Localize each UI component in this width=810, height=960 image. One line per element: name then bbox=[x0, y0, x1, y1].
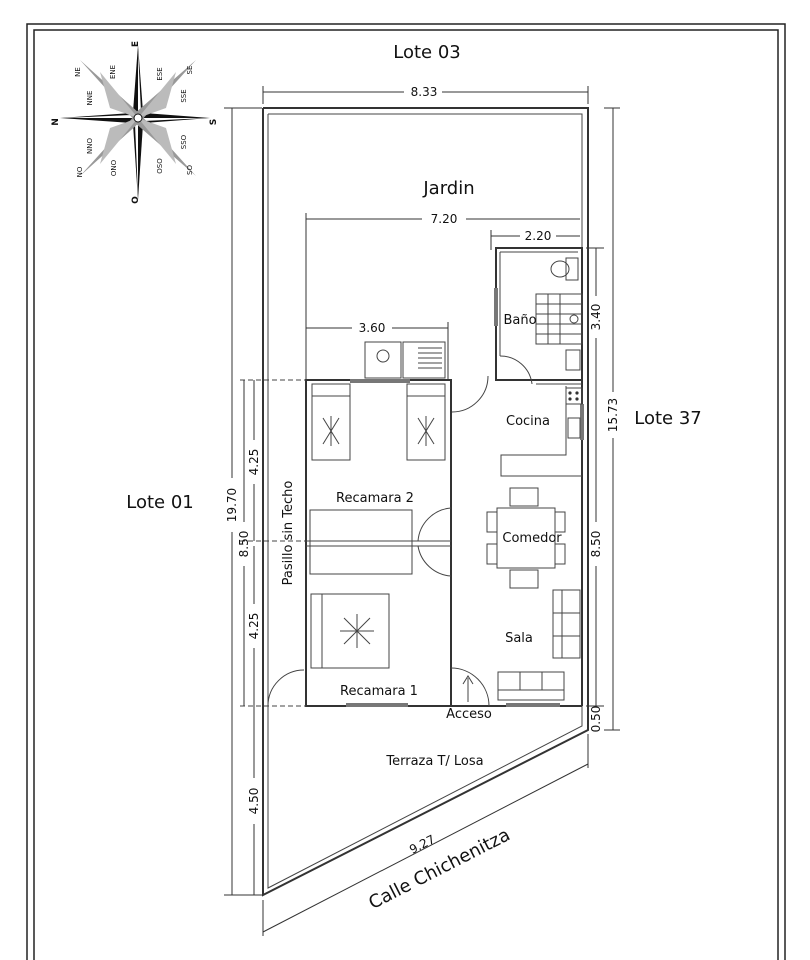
compass-ono: ONO bbox=[110, 159, 118, 176]
dim-house-width bbox=[305, 213, 580, 380]
compass-ene: ENE bbox=[109, 65, 117, 79]
outer-frame bbox=[26, 23, 786, 960]
dining-table-icon bbox=[486, 487, 566, 589]
bed-icon bbox=[406, 383, 446, 461]
dim-bedroom1-depth-label: 4.25 bbox=[247, 613, 261, 640]
door-swings bbox=[267, 355, 533, 707]
dim-bedroom-width-label: 3.60 bbox=[359, 321, 386, 335]
lot-left-label: Lote 01 bbox=[126, 492, 193, 513]
toilet-icon bbox=[550, 257, 579, 281]
dim-street-front-label: 9.27 bbox=[407, 832, 437, 857]
dim-bath-depth bbox=[586, 247, 604, 380]
bath-label: Baño bbox=[503, 313, 536, 328]
dim-bedroom-width bbox=[306, 322, 449, 380]
compass-sse: SSE bbox=[180, 89, 188, 102]
kitchen-counter bbox=[500, 386, 583, 477]
kitchen-label: Cocina bbox=[506, 414, 550, 429]
dim-lot-depth-right bbox=[604, 107, 620, 731]
entrance-arrow-icon bbox=[462, 675, 474, 702]
corridor-label: Pasillo sin Techo bbox=[281, 481, 296, 586]
dim-bath-width bbox=[490, 230, 580, 250]
dim-lot-width-label: 8.33 bbox=[411, 85, 438, 99]
corridor-lines bbox=[240, 379, 451, 707]
dim-bedrooms-depth-label: 8.50 bbox=[237, 531, 251, 558]
compass-n: N bbox=[51, 118, 61, 126]
lot-right-label: Lote 37 bbox=[634, 408, 701, 429]
compass-sso: SSO bbox=[180, 134, 188, 149]
bath-sink-icon bbox=[565, 349, 581, 371]
wardrobe-icon bbox=[309, 509, 413, 575]
dim-bedroom2-depth-label: 4.25 bbox=[247, 449, 261, 476]
dim-lot-depth-left bbox=[224, 107, 262, 896]
dim-bath-width-label: 2.20 bbox=[525, 229, 552, 243]
living-label: Sala bbox=[505, 631, 533, 646]
compass-o: O bbox=[131, 196, 141, 204]
sink-icon bbox=[402, 341, 446, 379]
dim-street-front bbox=[262, 734, 589, 936]
sofa-icon bbox=[497, 671, 565, 701]
lot-top-label: Lote 03 bbox=[393, 42, 460, 63]
dim-living-depth-label: 8.50 bbox=[589, 531, 603, 558]
compass-nne: NNE bbox=[86, 91, 94, 106]
compass-nno: NNO bbox=[86, 138, 94, 154]
dim-front-gap-label: 0.50 bbox=[589, 706, 603, 733]
inner-frame bbox=[33, 29, 779, 960]
compass-ne: NE bbox=[74, 67, 82, 77]
dim-bath-depth-label: 3.40 bbox=[589, 304, 603, 331]
compass-s: S bbox=[209, 119, 219, 125]
bed-icon bbox=[310, 593, 390, 669]
compass-se: SE bbox=[186, 66, 194, 75]
bedroom2-label: Recamara 2 bbox=[336, 491, 414, 506]
shower-icon bbox=[535, 293, 583, 345]
garden-label: Jardin bbox=[422, 178, 474, 199]
dining-label: Comedor bbox=[502, 531, 562, 546]
compass-so: SO bbox=[186, 165, 194, 175]
dim-living-depth bbox=[586, 380, 604, 707]
windows bbox=[346, 288, 584, 707]
washer-icon bbox=[364, 341, 402, 379]
compass-ese: ESE bbox=[156, 67, 164, 80]
compass-no: NO bbox=[76, 166, 84, 177]
compass-e: E bbox=[131, 41, 141, 47]
terrace-label: Terraza T/ Losa bbox=[385, 754, 483, 769]
dim-lot-width bbox=[262, 86, 589, 104]
bedroom1-label: Recamara 1 bbox=[340, 684, 418, 699]
compass-rose-icon bbox=[60, 45, 210, 200]
sofa-icon bbox=[552, 589, 581, 659]
dim-house-width-label: 7.20 bbox=[431, 212, 458, 226]
dim-lot-depth-right-label: 15.73 bbox=[606, 398, 620, 432]
compass-oso: OSO bbox=[156, 158, 164, 174]
dim-lot-depth-left-label: 19.70 bbox=[225, 488, 239, 522]
house-walls bbox=[305, 247, 583, 707]
entrance-label: Acceso bbox=[446, 707, 492, 722]
lot-boundary bbox=[262, 107, 589, 897]
bed-icon bbox=[311, 383, 351, 461]
dim-terrace-depth-label: 4.50 bbox=[247, 788, 261, 815]
street-label: Calle Chichenitza bbox=[365, 824, 513, 913]
